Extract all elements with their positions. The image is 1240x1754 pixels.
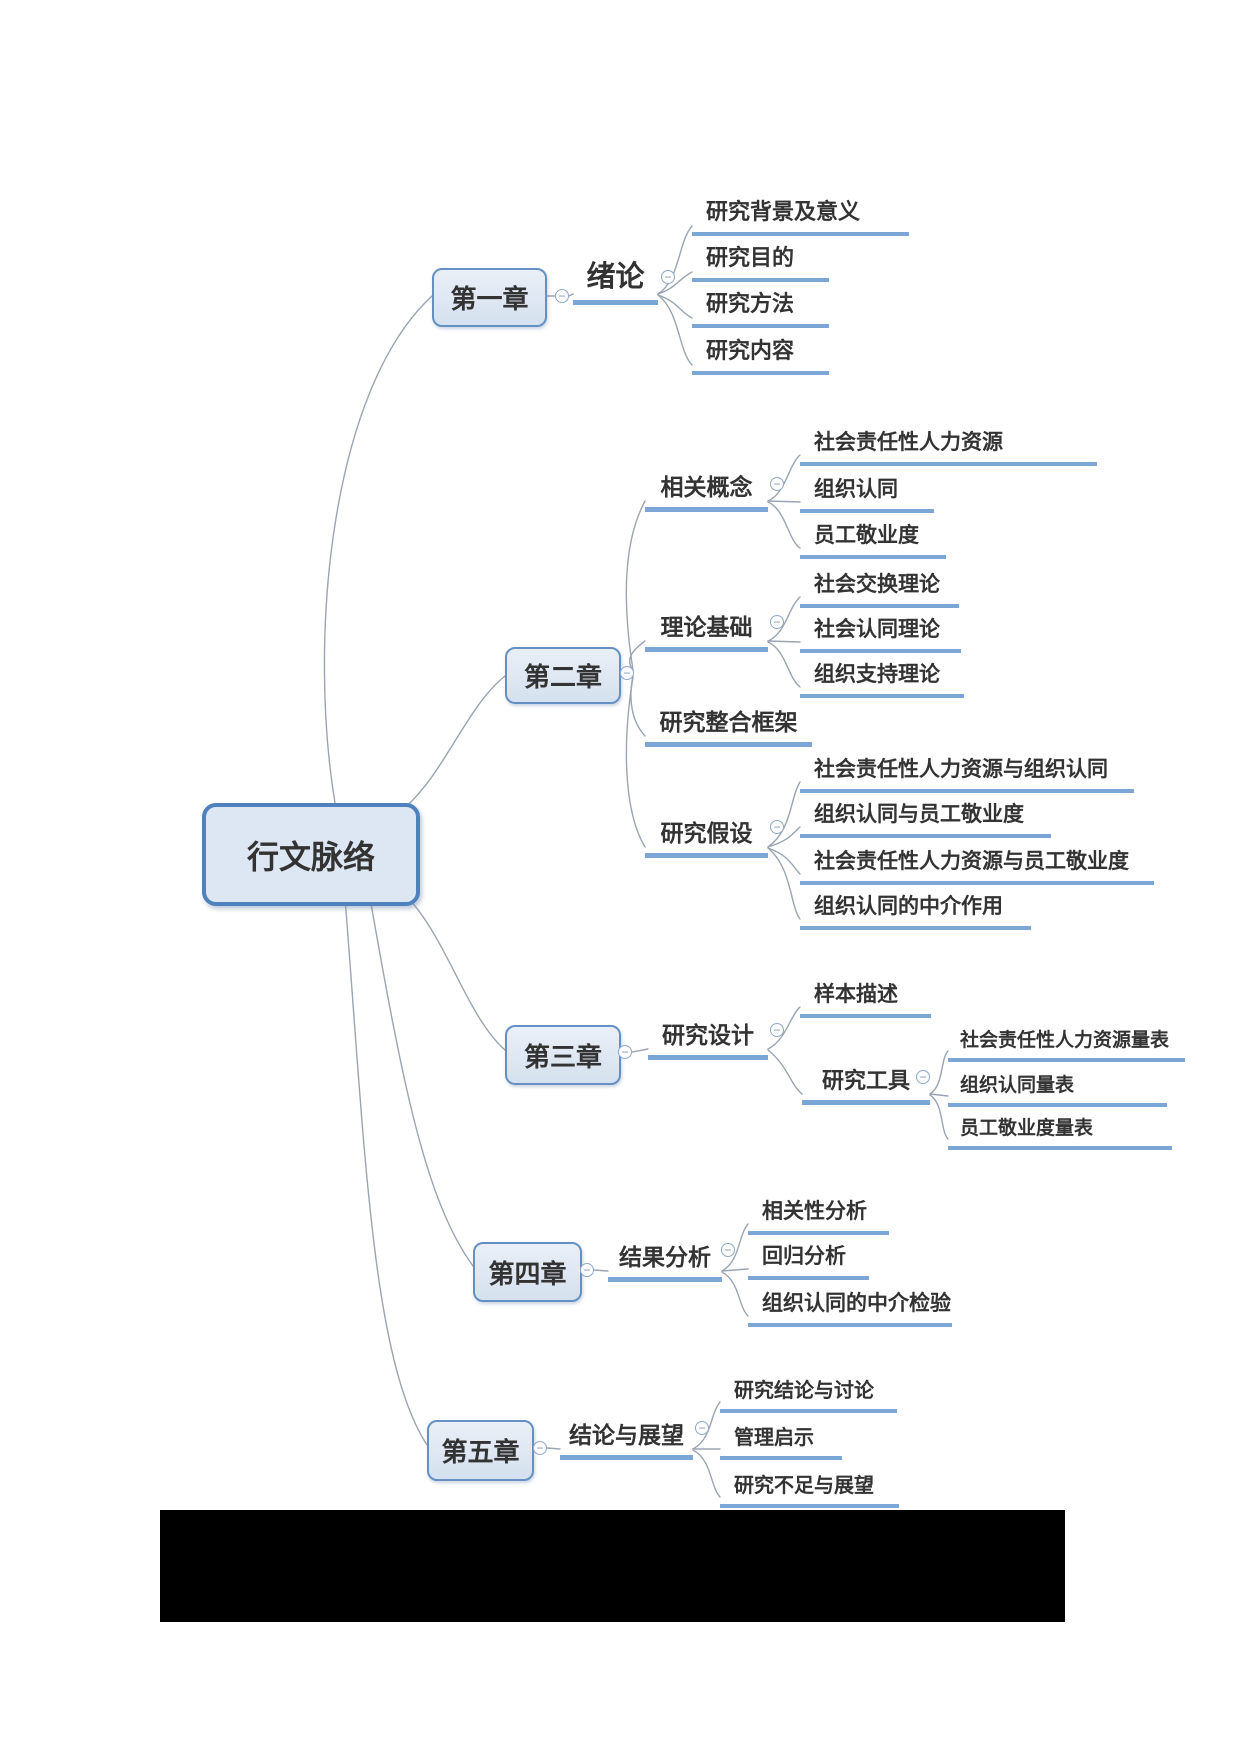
node-management-implications[interactable]: 管理启示: [720, 1414, 842, 1460]
node-chapter-2[interactable]: 第二章: [505, 647, 621, 704]
collapse-icon[interactable]: −: [770, 477, 784, 491]
collapse-icon[interactable]: −: [721, 1243, 735, 1257]
node-sample-description[interactable]: 样本描述: [800, 972, 931, 1018]
collapse-icon[interactable]: −: [770, 820, 784, 834]
node-org-identification[interactable]: 组织认同: [800, 467, 934, 513]
node-chapter-1[interactable]: 第一章: [432, 268, 547, 327]
node-research-methods[interactable]: 研究方法: [692, 280, 829, 328]
bottom-black-bar: [160, 1510, 1065, 1622]
node-research-purpose[interactable]: 研究目的: [692, 234, 829, 282]
node-org-support-theory[interactable]: 组织支持理论: [800, 652, 964, 698]
collapse-icon[interactable]: −: [770, 1023, 784, 1037]
collapse-icon[interactable]: −: [618, 1045, 632, 1059]
collapse-icon[interactable]: −: [695, 1421, 709, 1435]
node-h4-mediation[interactable]: 组织认同的中介作用: [800, 884, 1031, 930]
collapse-icon[interactable]: −: [916, 1070, 930, 1084]
node-social-identity-theory[interactable]: 社会认同理论: [800, 607, 961, 653]
node-engagement-scale[interactable]: 员工敬业度量表: [948, 1106, 1172, 1150]
node-csr-hr[interactable]: 社会责任性人力资源: [800, 420, 1097, 466]
node-research-background[interactable]: 研究背景及意义: [692, 188, 909, 236]
node-conclusion-outlook[interactable]: 结论与展望: [560, 1416, 693, 1460]
node-employee-engagement[interactable]: 员工敬业度: [800, 513, 946, 559]
collapse-icon[interactable]: −: [661, 270, 675, 284]
node-mediation-test[interactable]: 组织认同的中介检验: [748, 1281, 952, 1327]
collapse-icon[interactable]: −: [770, 615, 784, 629]
node-chapter-5[interactable]: 第五章: [427, 1420, 534, 1481]
collapse-icon[interactable]: −: [555, 289, 569, 303]
node-related-concepts[interactable]: 相关概念: [645, 468, 768, 512]
node-h3-csrhr-engagement[interactable]: 社会责任性人力资源与员工敬业度: [800, 839, 1154, 885]
node-theoretical-basis[interactable]: 理论基础: [645, 608, 768, 652]
node-research-tools[interactable]: 研究工具: [802, 1061, 930, 1105]
node-regression-analysis[interactable]: 回归分析: [748, 1234, 869, 1280]
node-results-analysis[interactable]: 结果分析: [608, 1238, 722, 1282]
collapse-icon[interactable]: −: [620, 666, 634, 680]
node-research-framework[interactable]: 研究整合框架: [645, 700, 812, 747]
node-h2-orgid-engagement[interactable]: 组织认同与员工敬业度: [800, 792, 1051, 838]
node-research-hypotheses[interactable]: 研究假设: [645, 814, 768, 858]
node-chapter-4[interactable]: 第四章: [473, 1242, 582, 1302]
collapse-icon[interactable]: −: [533, 1441, 547, 1455]
node-social-exchange-theory[interactable]: 社会交换理论: [800, 562, 959, 608]
node-orgid-scale[interactable]: 组织认同量表: [948, 1063, 1167, 1107]
node-root[interactable]: 行文脉络: [202, 803, 420, 906]
node-limitations-prospects[interactable]: 研究不足与展望: [720, 1462, 899, 1508]
node-chapter-3[interactable]: 第三章: [505, 1025, 621, 1085]
node-csrhr-scale[interactable]: 社会责任性人力资源量表: [948, 1018, 1185, 1062]
collapse-icon[interactable]: −: [580, 1263, 594, 1277]
node-introduction[interactable]: 绪论: [573, 256, 658, 305]
node-conclusion-discussion[interactable]: 研究结论与讨论: [720, 1367, 897, 1413]
node-h1-csrhr-orgid[interactable]: 社会责任性人力资源与组织认同: [800, 747, 1134, 793]
node-research-design[interactable]: 研究设计: [648, 1016, 768, 1060]
node-correlation-analysis[interactable]: 相关性分析: [748, 1189, 889, 1235]
node-research-content[interactable]: 研究内容: [692, 327, 829, 375]
